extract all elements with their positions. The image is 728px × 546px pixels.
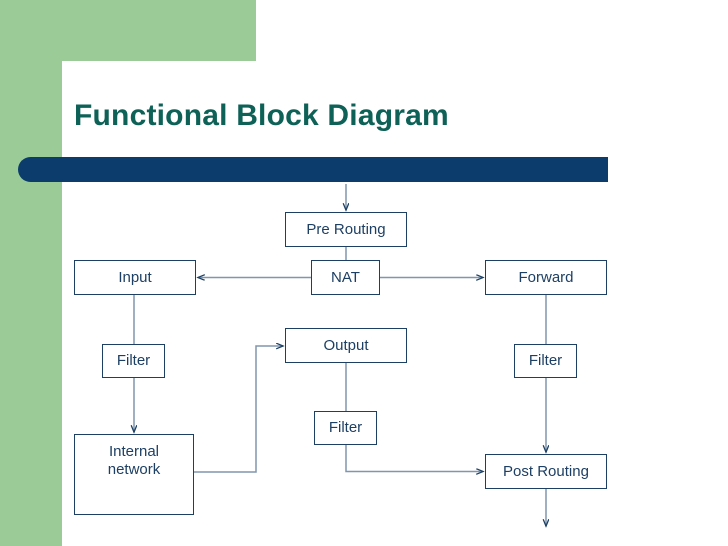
edge-internal-to-output [194,346,283,473]
node-post-routing[interactable]: Post Routing [485,454,607,489]
node-pre-routing[interactable]: Pre Routing [285,212,407,247]
node-input[interactable]: Input [74,260,196,295]
node-output[interactable]: Output [285,328,407,363]
green-top-block-decoration [0,0,256,61]
node-filter-input[interactable]: Filter [102,344,165,378]
node-internal-network[interactable]: Internal network [74,434,194,515]
page-title: Functional Block Diagram [74,99,449,132]
node-forward[interactable]: Forward [485,260,607,295]
node-filter-forward[interactable]: Filter [514,344,577,378]
edge-filter-to-post [345,445,483,472]
node-filter-output[interactable]: Filter [314,411,377,445]
green-sidebar-decoration [0,0,62,546]
navy-divider-bar [18,157,608,182]
node-nat[interactable]: NAT [311,260,380,295]
